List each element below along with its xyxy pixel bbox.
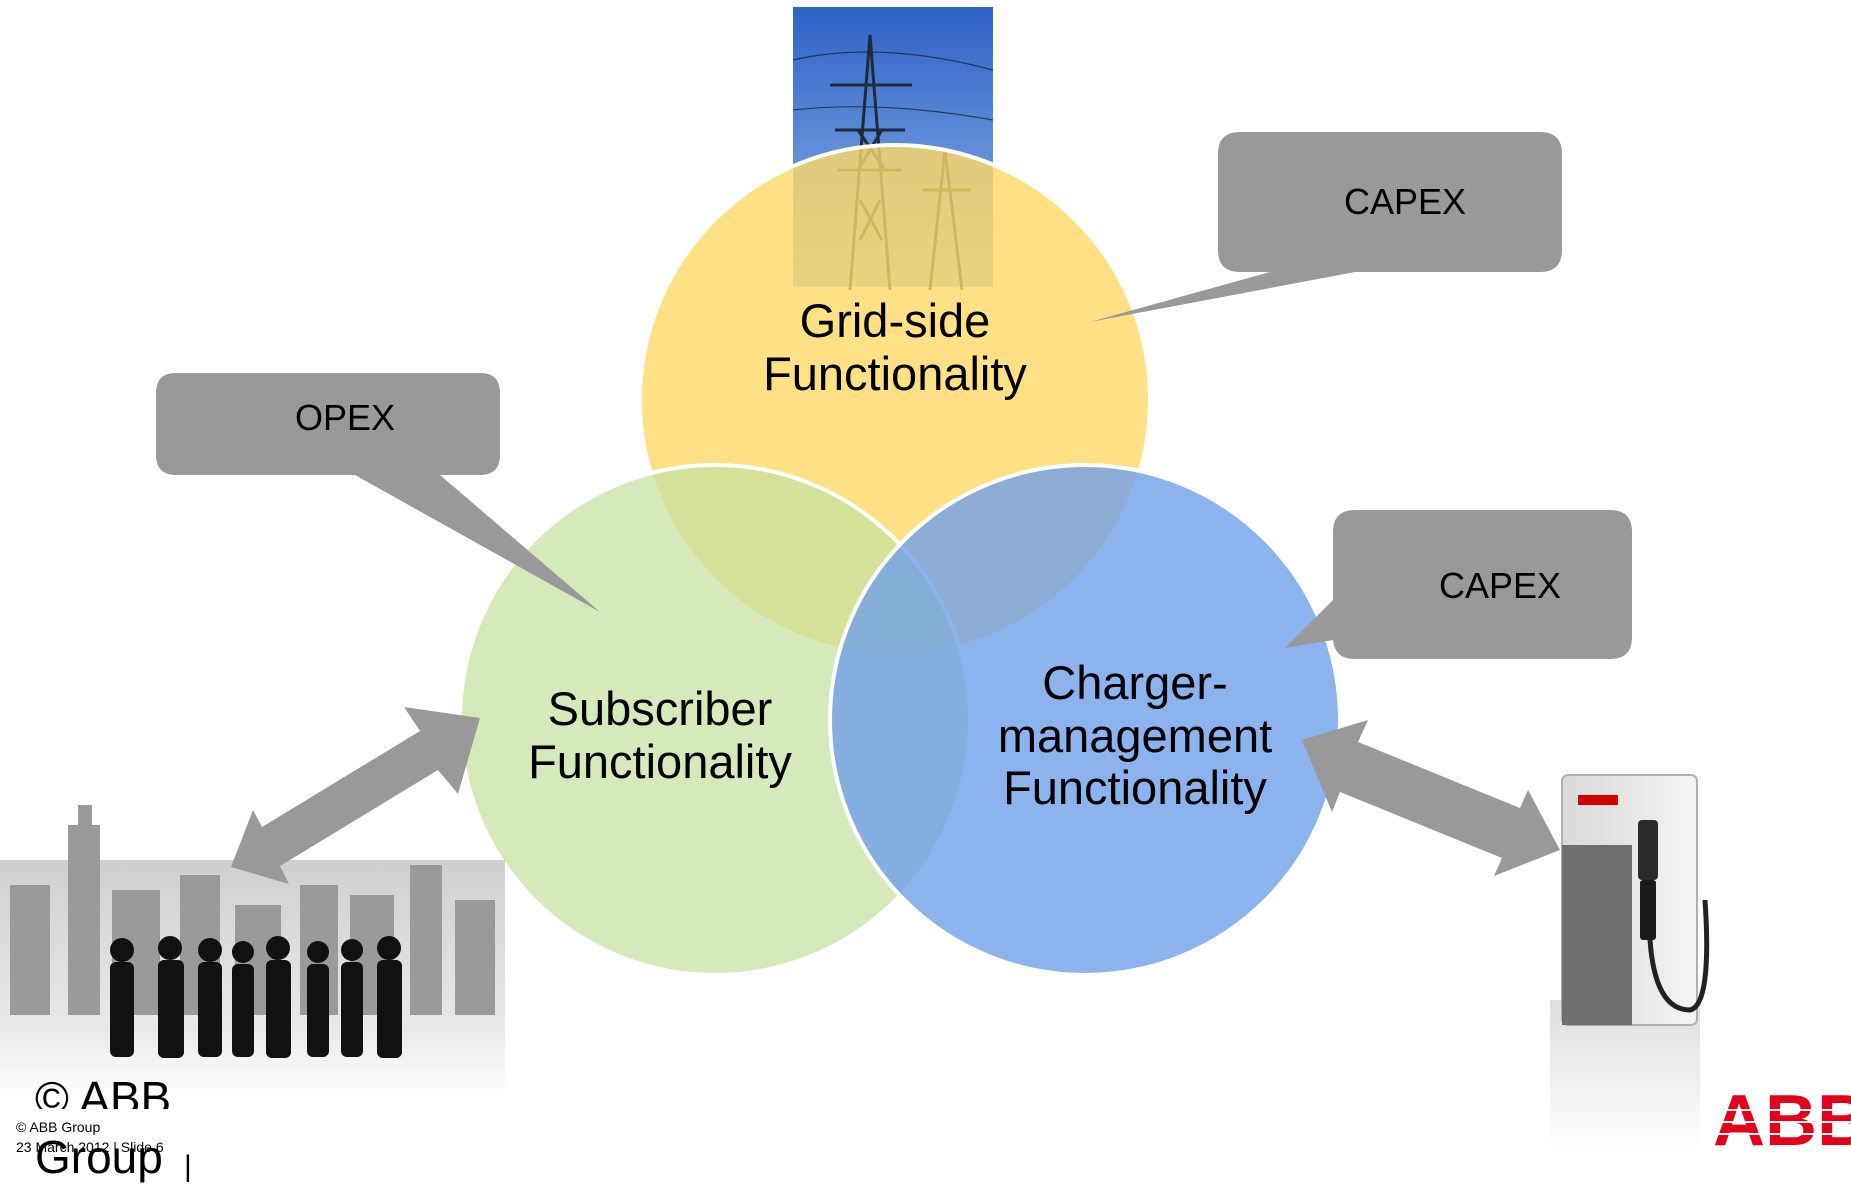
ev-charger-image [1550, 774, 1710, 1150]
footer-copyright: © ABB Group [16, 1119, 101, 1135]
charger-management-circle [828, 463, 1342, 977]
capex-top-callout [1090, 132, 1562, 322]
opex-callout [156, 373, 600, 612]
right-double-arrow [1302, 720, 1560, 876]
capex-top-label: CAPEX [1343, 181, 1467, 222]
grid-side-line-1: Grid-side [799, 294, 991, 347]
left-double-arrow [231, 707, 480, 884]
city-people-image [0, 805, 505, 1100]
capex-right-callout [1285, 510, 1632, 659]
subscriber-line-2: Functionality [528, 734, 792, 788]
charger-management-label: Charger- management Functionality [955, 656, 1315, 815]
charger-management-line-1: Charger- [1042, 656, 1228, 709]
footer-large-prefix: © ABB [35, 1075, 172, 1109]
subscriber-label: Subscriber Functionality [480, 682, 840, 788]
grid-side-line-2: Functionality [763, 346, 1027, 400]
subscriber-line-1: Subscriber [547, 682, 773, 735]
footer-large-separator: | [184, 1150, 192, 1183]
abb-logo: ABB [1713, 1081, 1851, 1161]
opex-label: OPEX [294, 397, 396, 438]
charger-management-line-3: Functionality [1003, 761, 1267, 815]
capex-right-label: CAPEX [1438, 565, 1562, 606]
charger-management-line-2: management [997, 708, 1273, 762]
footer-large-group: Group [35, 1131, 163, 1183]
footer-date-slide: 23 March 2012 | Slide 6 [16, 1139, 164, 1155]
grid-side-label: Grid-side Functionality [715, 294, 1075, 400]
